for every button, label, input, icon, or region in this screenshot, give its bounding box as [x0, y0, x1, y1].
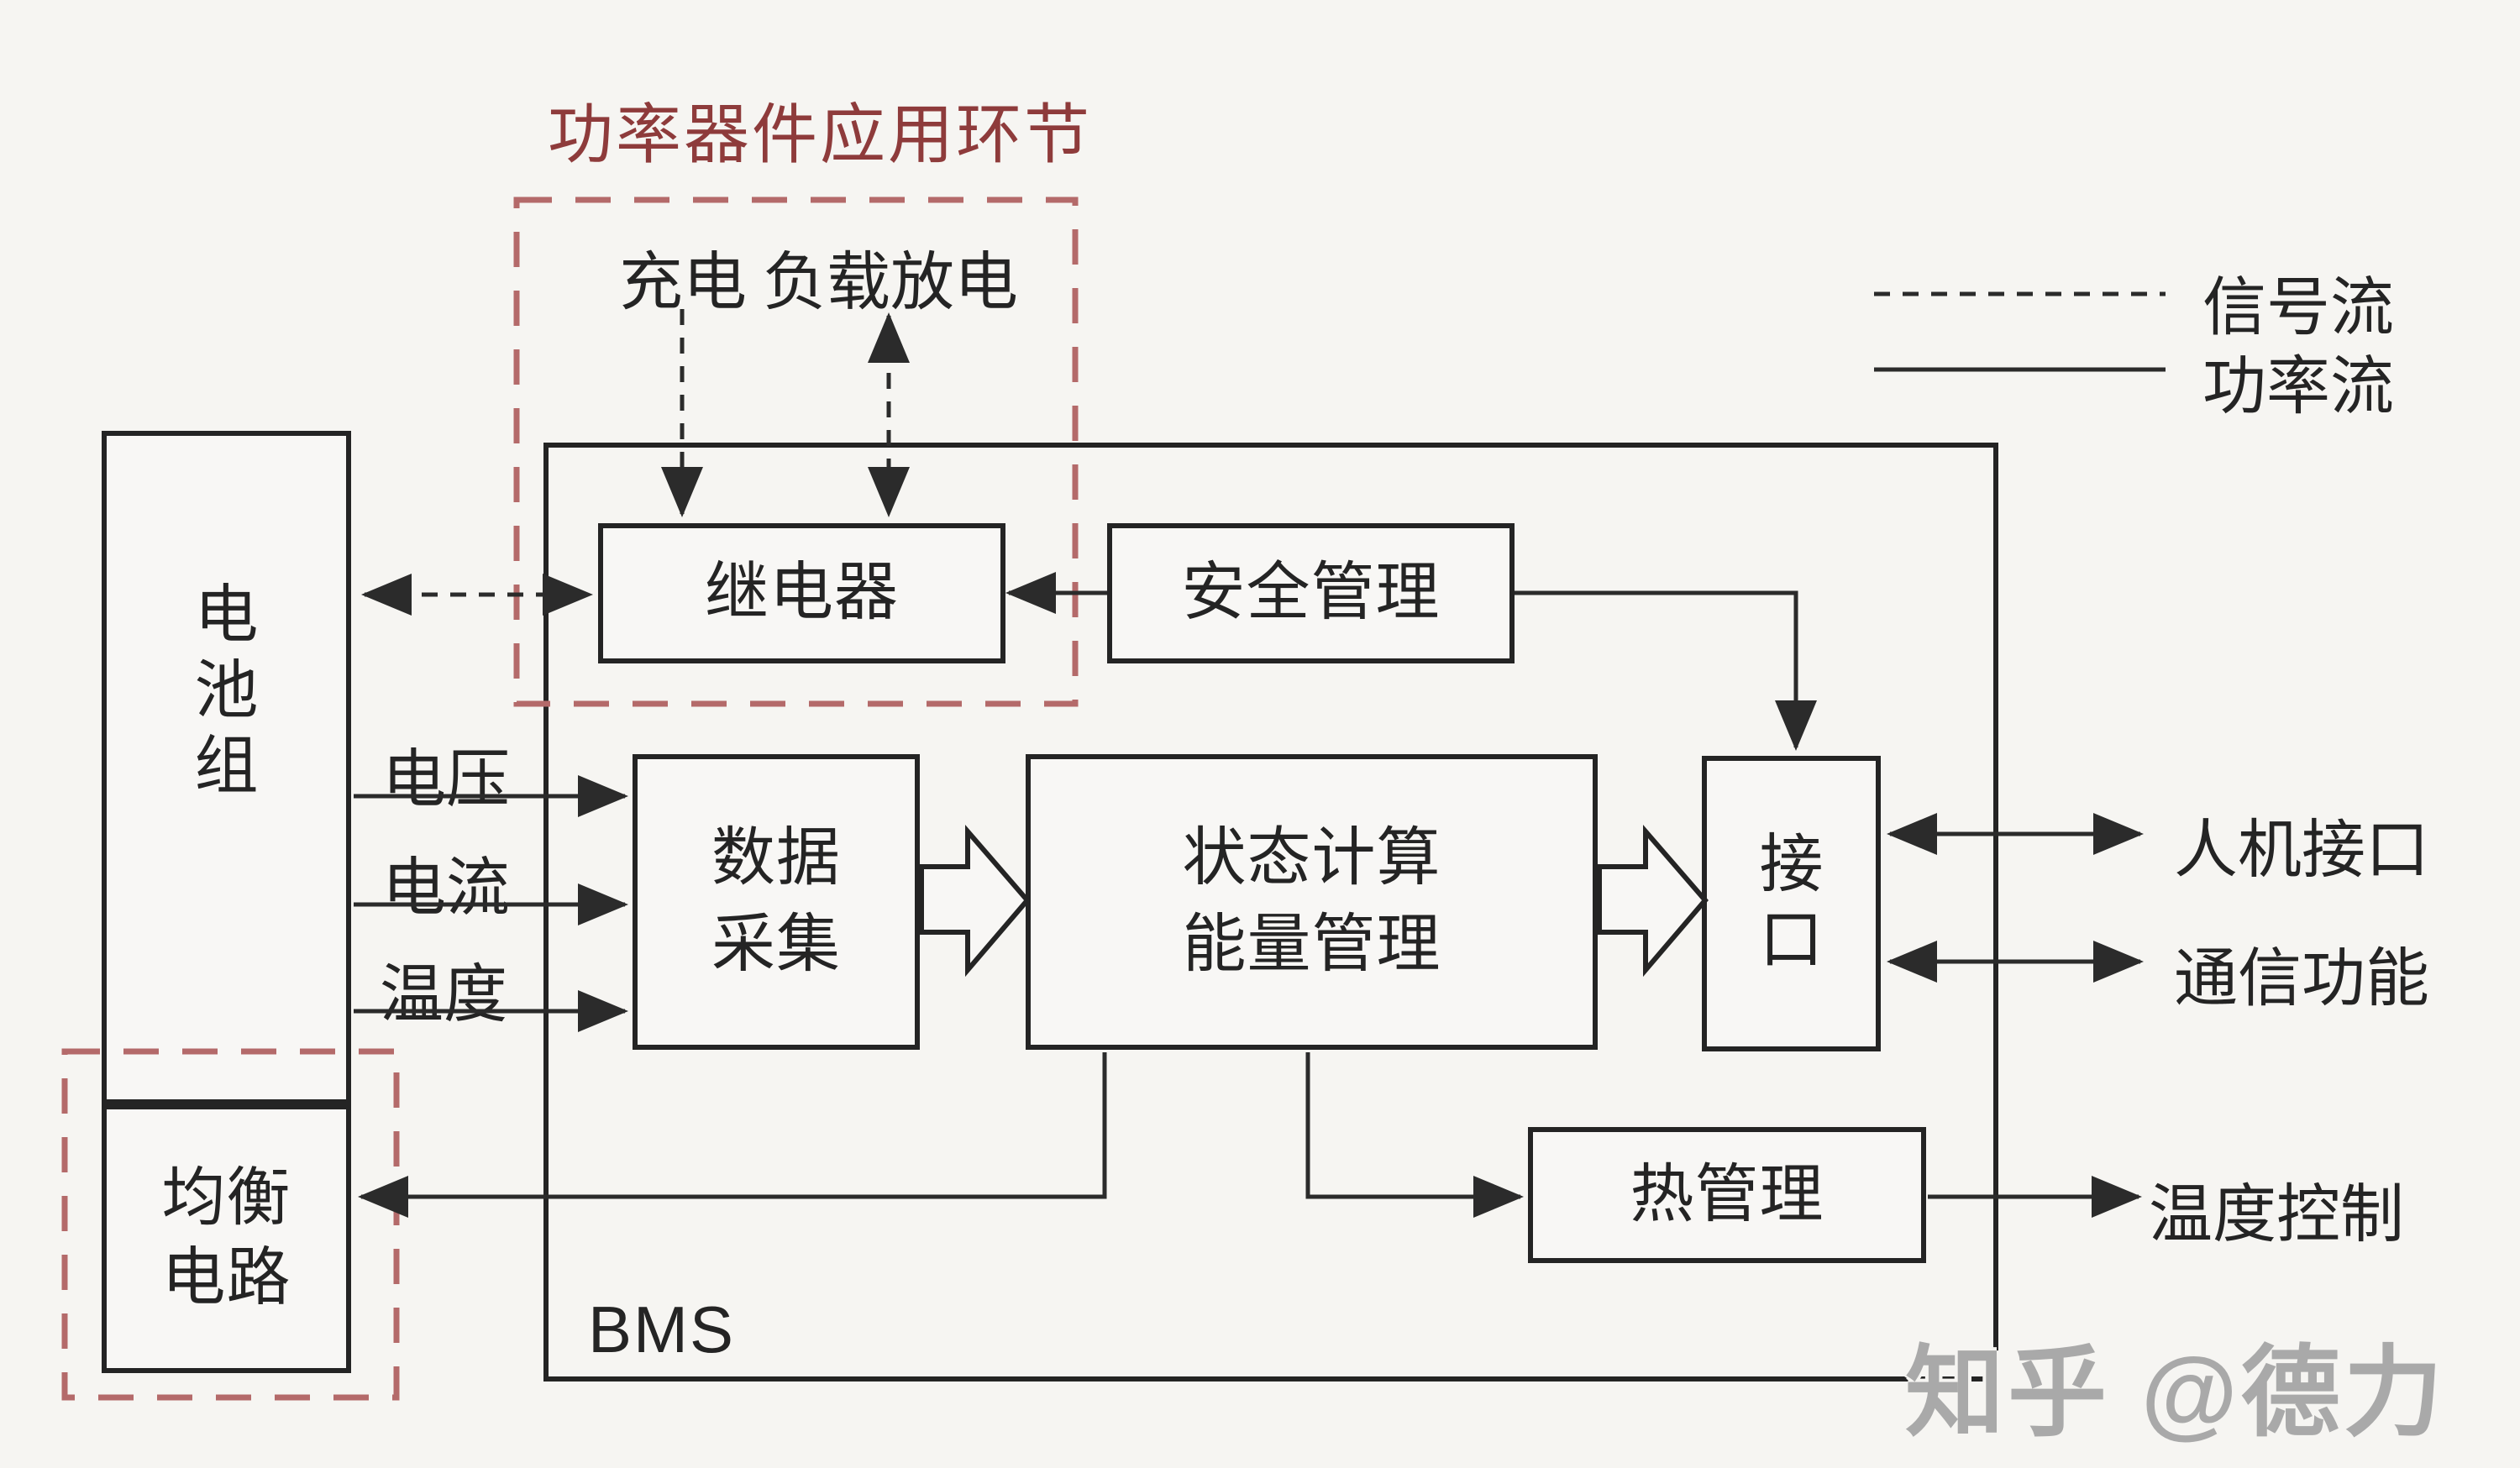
- safety-management-box: 安全管理: [1107, 523, 1515, 663]
- bms-label: BMS: [588, 1292, 736, 1366]
- watermark: 知乎 @德力时代: [1905, 1338, 2446, 1449]
- safety-management-label: 安全管理: [1181, 558, 1441, 628]
- relay-box: 继电器: [598, 523, 1005, 663]
- comm-function-label: 通信功能: [2174, 944, 2429, 1014]
- interface-box: 接 口: [1702, 756, 1881, 1051]
- battery-pack-label: 电 池 组: [194, 580, 259, 802]
- data-acquisition-box: 数据 采集: [633, 754, 920, 1050]
- voltage-label: 电压: [382, 745, 510, 815]
- interface-label: 接 口: [1759, 830, 1824, 976]
- relay-label: 继电器: [705, 558, 899, 628]
- legend-signal-flow-label: 信号流: [2202, 273, 2394, 343]
- current-label: 电流: [382, 853, 510, 924]
- power-device-section-title: 功率器件应用环节: [548, 98, 1093, 171]
- data-acquisition-label: 数据 采集: [711, 823, 841, 980]
- balance-circuit-label: 均衡 电路: [161, 1163, 291, 1313]
- state-calc-energy-box: 状态计算 能量管理: [1026, 754, 1598, 1050]
- bms-outer-box: [543, 443, 1998, 1381]
- balance-circuit-box: 均衡 电路: [102, 1104, 351, 1373]
- charge-discharge-label: 充电 负载放电: [619, 248, 1018, 318]
- legend-power-flow-label: 功率流: [2202, 352, 2394, 422]
- temperature-label: 温度: [380, 960, 507, 1030]
- hmi-label: 人机接口: [2174, 815, 2429, 886]
- battery-pack-box: 电 池 组: [102, 431, 351, 1104]
- temp-control-label: 温度控制: [2149, 1180, 2404, 1250]
- thermal-management-box: 热管理: [1528, 1127, 1926, 1263]
- state-calc-energy-label: 状态计算 能量管理: [1182, 823, 1441, 980]
- thermal-management-label: 热管理: [1630, 1159, 1824, 1230]
